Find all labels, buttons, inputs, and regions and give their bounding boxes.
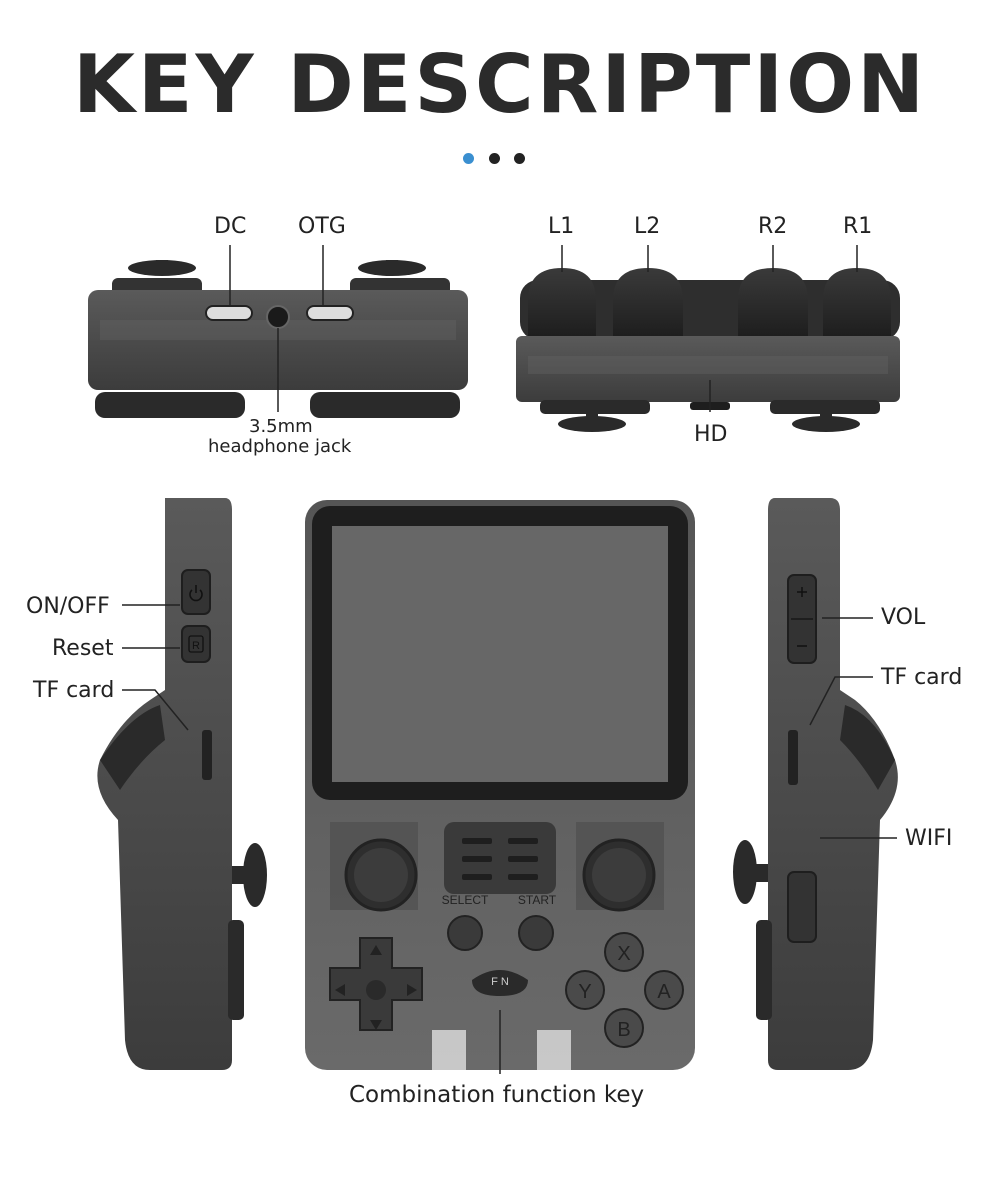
pagination-dot bbox=[514, 153, 525, 164]
pagination-dot bbox=[489, 153, 500, 164]
x-button-label: X bbox=[617, 943, 630, 965]
otg-label: OTG bbox=[298, 214, 346, 239]
headphone-label-line1: 3.5mm bbox=[249, 416, 313, 437]
l2-label: L2 bbox=[634, 214, 661, 239]
on-off-label: ON/OFF bbox=[26, 594, 110, 619]
pagination-dots bbox=[463, 153, 533, 165]
reset-icon: R bbox=[188, 635, 204, 653]
left-side-view bbox=[97, 498, 267, 1070]
l1-label: L1 bbox=[548, 214, 575, 239]
fn-button-label: F N bbox=[491, 976, 509, 988]
r1-label: R1 bbox=[843, 214, 873, 239]
select-button-label: SELECT bbox=[442, 893, 489, 907]
combination-key-label: Combination function key bbox=[349, 1082, 645, 1108]
pagination-dot-active bbox=[463, 153, 474, 164]
power-icon bbox=[189, 585, 203, 602]
shoulder-edge-view bbox=[516, 245, 900, 432]
y-button-label: Y bbox=[578, 981, 591, 1003]
top-edge-view bbox=[88, 245, 468, 418]
plus-icon bbox=[797, 587, 807, 597]
svg-text:R: R bbox=[192, 640, 200, 652]
headphone-label-line2: headphone jack bbox=[208, 436, 352, 457]
hd-label: HD bbox=[694, 422, 728, 447]
front-view bbox=[305, 500, 695, 1074]
dc-label: DC bbox=[214, 214, 247, 239]
start-button-label: START bbox=[518, 893, 557, 907]
tf-card-right-label: TF card bbox=[881, 665, 963, 690]
vol-label: VOL bbox=[881, 605, 926, 630]
b-button-label: B bbox=[617, 1019, 630, 1041]
right-side-view bbox=[733, 498, 898, 1070]
a-button-label: A bbox=[657, 981, 671, 1003]
wifi-label: WIFI bbox=[905, 826, 953, 851]
tf-card-left-label: TF card bbox=[33, 678, 115, 703]
page-title: KEY DESCRIPTION bbox=[72, 38, 928, 131]
reset-label: Reset bbox=[52, 636, 114, 661]
r2-label: R2 bbox=[758, 214, 788, 239]
